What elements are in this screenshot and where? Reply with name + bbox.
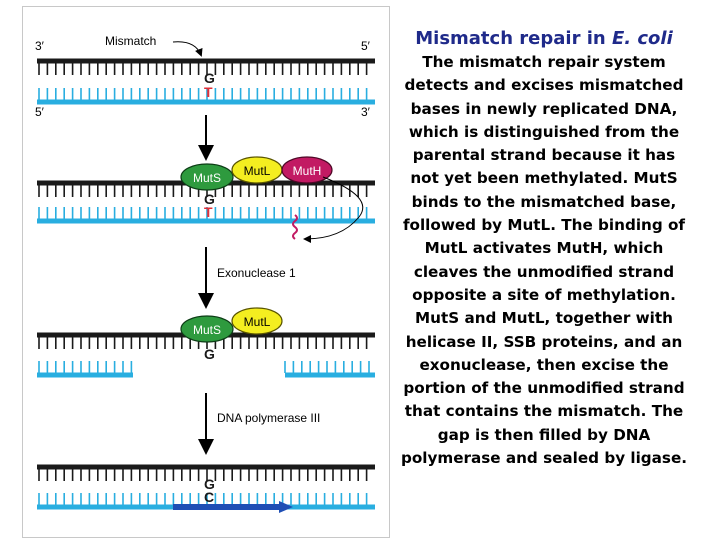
muts-label: MutS xyxy=(193,171,221,185)
new-strand xyxy=(37,207,375,224)
parental-strand xyxy=(37,464,375,481)
methyl-signal-squiggle xyxy=(292,214,298,240)
new-strand-ticks xyxy=(38,361,133,373)
parental-strand-ticks xyxy=(38,469,368,481)
panel-description: The mismatch repair system detects and e… xyxy=(400,53,688,468)
strand-end-label-bottom-right: 3′ xyxy=(361,105,371,119)
new-synthesis-arrowhead xyxy=(279,501,293,513)
base-bottom-mismatch: T xyxy=(204,84,213,100)
dna-duplex-stage-1: G T xyxy=(37,58,375,105)
muts-label: MutS xyxy=(193,323,221,337)
base-bottom-corrected: C xyxy=(204,489,214,505)
panel-title: Mismatch repair in E. coli xyxy=(398,28,690,50)
muth-protein xyxy=(281,156,333,184)
mismatch-repair-diagram: 3′ 5′ 5′ 3′ Mismatch G T G T MutS MutL M… xyxy=(22,6,390,538)
dna-duplex-stage-3: G MutS MutL xyxy=(37,307,375,378)
base-top: G xyxy=(204,191,215,207)
parental-strand xyxy=(37,58,375,75)
parental-strand-ticks xyxy=(38,185,368,197)
new-strand-ticks xyxy=(284,361,370,373)
mutl-label: MutL xyxy=(244,164,271,178)
muth-cleavage-arrow xyxy=(303,176,364,243)
new-strand-left-segment xyxy=(37,361,133,378)
title-organism: E. coli xyxy=(611,28,673,49)
strand-end-label-top-right: 5′ xyxy=(361,39,371,53)
base-top: G xyxy=(204,70,215,86)
parental-strand-ticks xyxy=(38,337,368,349)
new-strand-ticks xyxy=(38,493,368,505)
parental-strand-ticks xyxy=(38,63,368,75)
dna-duplex-stage-2: G T MutS MutL MutH xyxy=(37,156,375,243)
mismatch-label: Mismatch xyxy=(105,34,156,48)
mismatch-pointer-arrow xyxy=(172,41,203,57)
muts-protein xyxy=(180,315,234,343)
strand-end-label-bottom-left: 5′ xyxy=(35,105,45,119)
mutl-label: MutL xyxy=(244,315,271,329)
muts-protein xyxy=(180,163,234,191)
dna-duplex-stage-4: G C xyxy=(37,464,375,513)
new-strand xyxy=(37,88,375,105)
base-top: G xyxy=(204,476,215,492)
text-panel: Mismatch repair in E. coli The mismatch … xyxy=(398,28,690,470)
new-strand-right-segment xyxy=(284,361,375,378)
step-label-exonuclease: Exonuclease 1 xyxy=(217,266,296,280)
mutl-protein xyxy=(231,307,283,335)
strand-end-label-top-left: 3′ xyxy=(35,39,45,53)
new-strand-ticks xyxy=(38,88,368,100)
base-top: G xyxy=(204,346,215,362)
base-bottom-mismatch: T xyxy=(204,204,213,220)
new-strand-ticks xyxy=(38,207,368,219)
step-label-dna-polymerase: DNA polymerase III xyxy=(217,411,320,425)
muth-label: MutH xyxy=(293,164,322,178)
title-prefix: Mismatch repair in xyxy=(415,28,612,49)
